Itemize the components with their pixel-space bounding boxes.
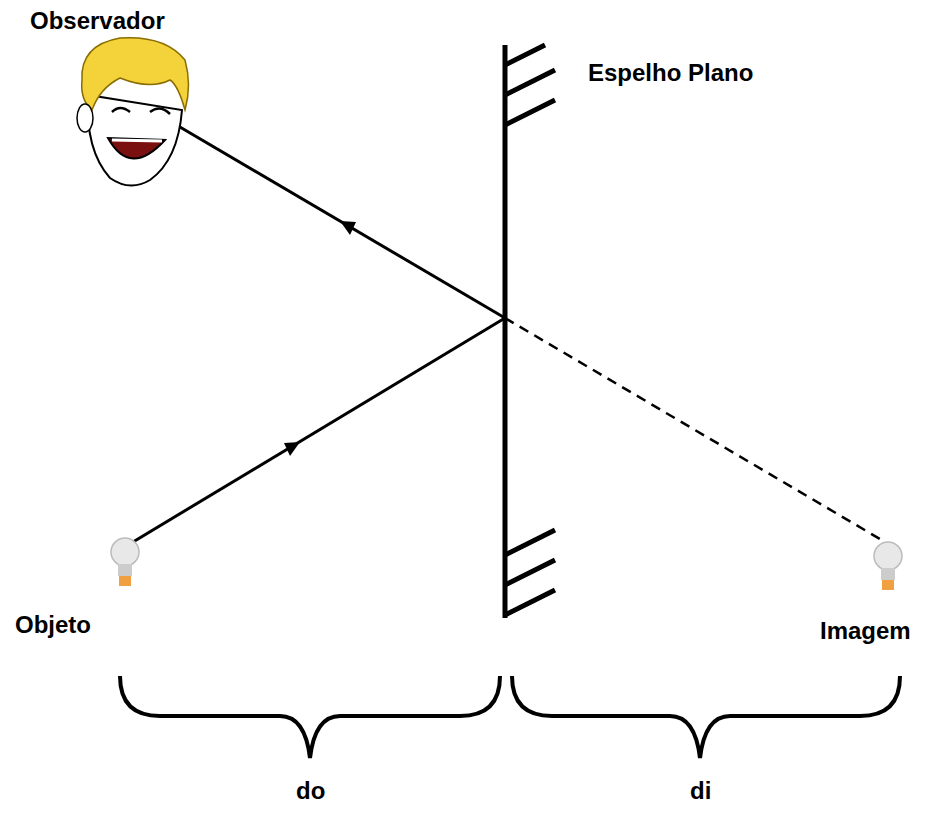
- distance-label: di: [690, 778, 711, 804]
- object-label: Objeto: [15, 612, 91, 638]
- ray-arrowhead: [340, 221, 356, 235]
- light-rays: [128, 120, 885, 545]
- object-bulb: [111, 538, 139, 586]
- mirror-label: Espelho Plano: [588, 60, 753, 86]
- image-bulb: [874, 542, 902, 590]
- plane-mirror: [505, 45, 555, 618]
- ray-arrowhead: [284, 442, 300, 456]
- distance-brace: [120, 676, 500, 758]
- observer-face: [77, 38, 189, 186]
- image-label: Imagem: [820, 618, 911, 644]
- observer-label: Observador: [30, 8, 165, 34]
- distance-brace: [512, 676, 900, 758]
- distance-label: do: [296, 778, 325, 804]
